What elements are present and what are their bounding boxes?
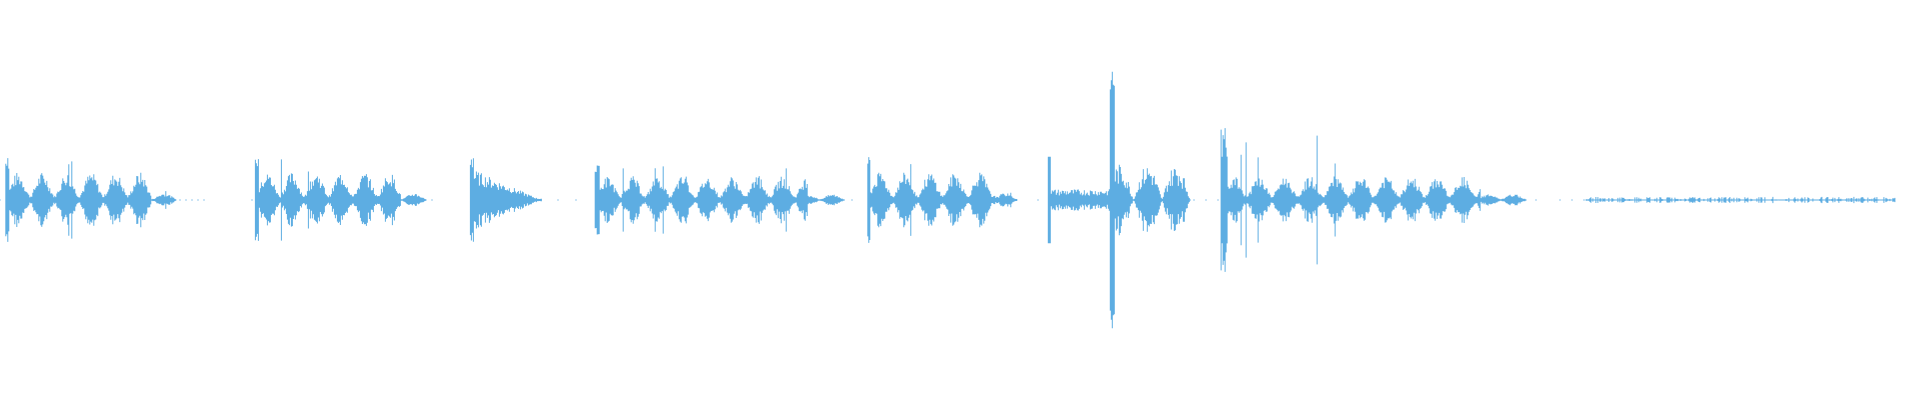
waveform-path [0,71,1896,329]
waveform-bars [0,71,1896,329]
